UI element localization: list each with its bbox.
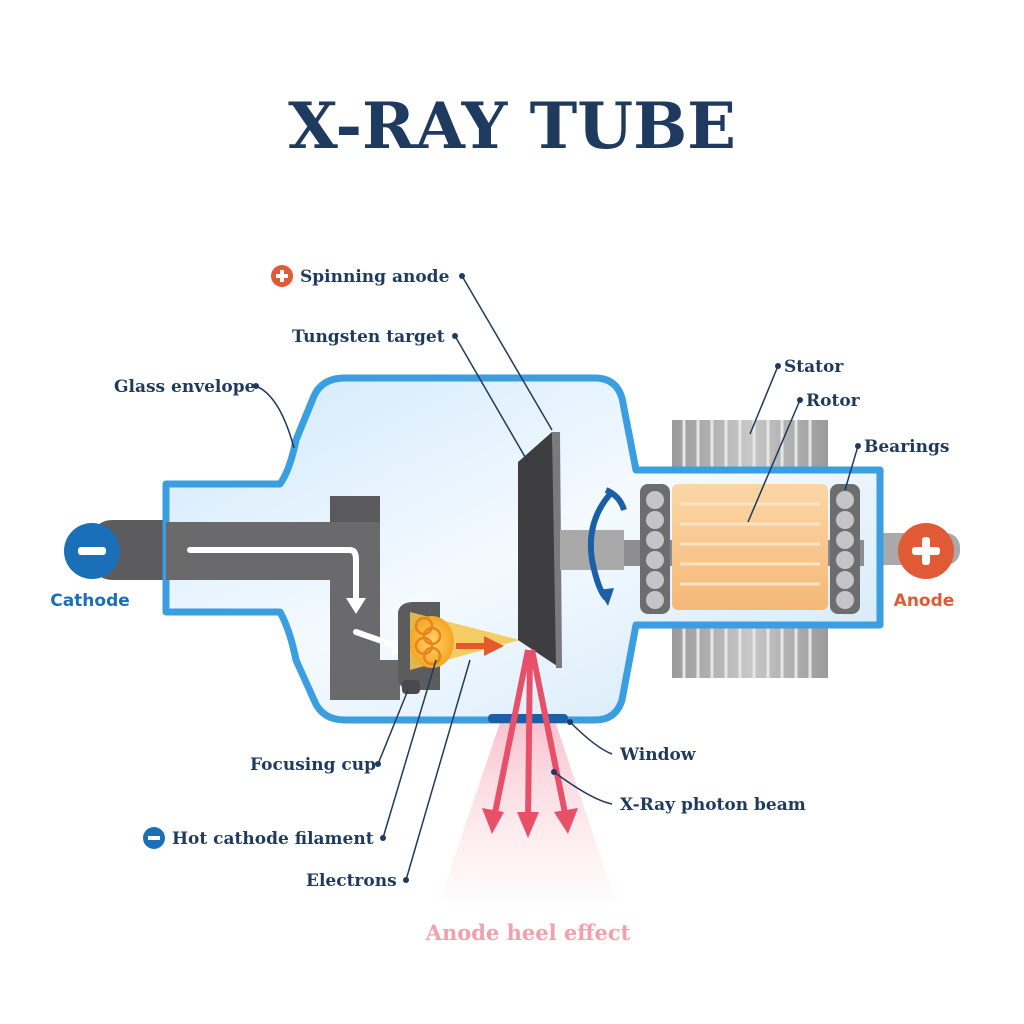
bearings: [640, 484, 860, 614]
label-bearings: Bearings: [864, 437, 949, 457]
label-anode-heel-effect: Anode heel effect: [425, 920, 631, 945]
label-electrons: Electrons: [306, 871, 397, 891]
hot-cathode-filament: [410, 612, 520, 670]
stator: [672, 420, 828, 678]
label-cathode: Cathode: [50, 591, 130, 611]
label-window: Window: [619, 745, 696, 765]
label-focusing-cup: Focusing cup: [250, 755, 376, 775]
minus-icon: [78, 547, 106, 555]
spinning-anode-plus-marker: [271, 265, 293, 287]
filament-minus-marker: [143, 827, 165, 849]
label-glass-envelope: Glass envelope: [114, 377, 256, 397]
label-tungsten-target: Tungsten target: [292, 327, 445, 347]
label-rotor: Rotor: [806, 391, 861, 411]
rotation-arrow-icon: [587, 487, 627, 606]
plus-icon: [280, 270, 284, 282]
label-hot-cathode-filament: Hot cathode filament: [172, 829, 374, 849]
minus-icon: [148, 836, 160, 840]
spinning-anode: [518, 432, 562, 668]
leader-lines: [253, 273, 861, 883]
cathode-assembly: [166, 496, 410, 700]
electron-beam-arrow: [456, 636, 504, 656]
label-anode: Anode: [894, 591, 955, 611]
rotor: [672, 484, 828, 610]
cathode-terminal: [64, 523, 120, 579]
x-ray-photon-arrows: [482, 649, 578, 838]
label-spinning-anode: Spinning anode: [300, 267, 450, 287]
anode-terminal: [898, 523, 954, 579]
page-title: X-RAY TUBE: [288, 89, 736, 164]
label-xray-photon-beam: X-Ray photon beam: [620, 795, 806, 815]
label-stator: Stator: [784, 357, 844, 377]
plus-icon: [922, 537, 930, 565]
